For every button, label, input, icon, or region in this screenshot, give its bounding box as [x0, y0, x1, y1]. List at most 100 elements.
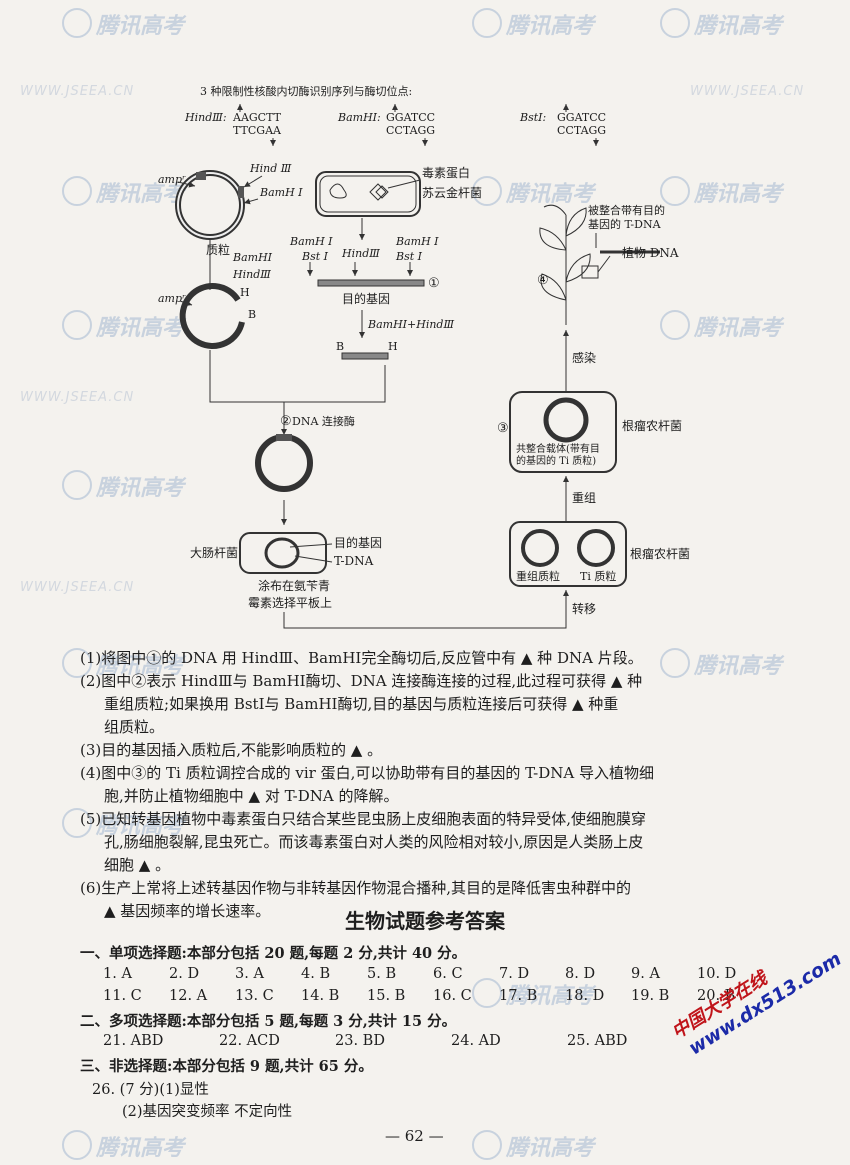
enzyme-hind3-bottom: TTCGAA — [233, 124, 282, 137]
label-toxin: 毒素蛋白 — [422, 165, 470, 180]
question-2-line-3: 组质粒。 — [104, 718, 165, 736]
watermark-logo: 腾讯高考 — [96, 1136, 185, 1161]
label-plate-2: 霉素选择平板上 — [248, 596, 332, 610]
label-target-gene: 目的基因 — [342, 291, 390, 306]
section-3-heading: 三、非选择题:本部分包括 9 题,共计 65 分。 — [80, 1058, 373, 1075]
watermark-logo: 腾讯高考 — [96, 476, 185, 501]
label-agro-2: 根瘤农杆菌 — [622, 418, 682, 433]
question-6-line-2: ▲ 基因频率的增长速率。 — [104, 902, 271, 920]
label-hind3-mid: HindⅢ — [341, 247, 380, 260]
label-cut-enzymes: BamHⅠ+HindⅢ — [367, 318, 454, 331]
answer-item: 12. A — [169, 988, 208, 1004]
label-transfer: 转移 — [572, 601, 596, 616]
answer-item: 18. D — [565, 988, 605, 1004]
answer-26-part-1: 26. (7 分)(1)显性 — [92, 1082, 209, 1098]
answer-26-part-2: (2)基因突变频率 不定向性 — [122, 1104, 293, 1120]
label-ligase: DNA 连接酶 — [292, 415, 355, 428]
answer-item: 16. C — [433, 988, 472, 1004]
watermark-url: WWW.JSEEA.CN — [690, 84, 805, 99]
label-bst1-right: Bst Ⅰ — [395, 250, 423, 263]
watermark-logo: 腾讯高考 — [506, 14, 595, 39]
watermark-logo: 腾讯高考 — [96, 316, 185, 341]
label-integrated-1: 被整合带有目的 — [588, 203, 665, 217]
gene-engineering-diagram: 3 种限制性核酸内切酶识别序列与酶切位点: HindⅢ: AAGCTT TTCG… — [158, 84, 690, 629]
watermark-logo: 腾讯高考 — [506, 984, 595, 1009]
answer-item: 8. D — [565, 966, 596, 982]
enzyme-hind3-name: HindⅢ: — [184, 111, 227, 124]
enzyme-hind3-top: AAGCTT — [232, 111, 282, 124]
watermark-logo: 腾讯高考 — [96, 14, 185, 39]
label-circle-3: ③ — [497, 421, 509, 436]
watermark-logo: 腾讯高考 — [694, 654, 783, 679]
label-recomb-plasmid: 重组质粒 — [516, 569, 560, 583]
answer-item: 25. ABD — [567, 1033, 628, 1049]
label-bst1-left: Bst Ⅰ — [301, 250, 329, 263]
label-plasmid: 质粒 — [206, 242, 230, 257]
label-tdna: T-DNA — [334, 554, 374, 568]
label-circle-4: ④ — [537, 273, 549, 288]
label-hind3-cut: HindⅢ — [232, 268, 271, 281]
agrobacterium-box-2 — [509, 391, 617, 473]
watermark-logo: 腾讯高考 — [506, 182, 595, 207]
answer-item: 11. C — [103, 988, 142, 1004]
label-ampr: ampʳ — [158, 173, 186, 186]
answer-item: 19. B — [631, 988, 670, 1004]
label-H2: H — [388, 340, 398, 353]
label-cointegrate-2: 的基因的 Ti 质粒) — [516, 454, 596, 467]
label-target-gene-2: 目的基因 — [334, 535, 382, 550]
watermark-logo: 腾讯高考 — [506, 1136, 595, 1161]
watermark-logo: 腾讯高考 — [96, 654, 185, 679]
label-infect: 感染 — [572, 350, 596, 365]
watermark-logo: 腾讯高考 — [694, 182, 783, 207]
question-2-line-1: (2)图中②表示 HindⅢ与 BamHⅠ酶切、DNA 连接酶连接的过程,此过程… — [80, 672, 643, 690]
label-B: B — [248, 308, 256, 321]
answers-title: 生物试题参考答案 — [345, 909, 505, 933]
watermark-url: WWW.JSEEA.CN — [20, 580, 135, 595]
watermark-logo: 腾讯高考 — [694, 316, 783, 341]
recombinant-plasmid — [255, 434, 313, 492]
answer-item: 14. B — [301, 988, 340, 1004]
label-circle-1: ① — [428, 276, 440, 291]
answer-item: 3. A — [235, 966, 264, 982]
cut-plasmid — [179, 283, 245, 349]
answer-item: 1. A — [103, 966, 132, 982]
answer-item: 23. BD — [335, 1033, 385, 1049]
label-ampr-2: ampʳ — [158, 292, 186, 305]
answer-item: 10. D — [697, 966, 737, 982]
label-H: H — [240, 286, 250, 299]
answer-item: 22. ACD — [219, 1033, 280, 1049]
watermark-url: WWW.JSEEA.CN — [20, 390, 135, 405]
label-bamh1-top: BamH Ⅰ — [259, 186, 303, 199]
label-circle-2: ② — [280, 414, 292, 429]
question-5-line-1: (5)已知转基因植物中毒素蛋白只结合某些昆虫肠上皮细胞表面的特异受体,使细胞膜穿 — [80, 810, 647, 828]
bt-bacterium — [315, 171, 421, 217]
answer-item: 21. ABD — [103, 1033, 164, 1049]
answer-item: 17. B — [499, 988, 538, 1004]
label-recomb: 重组 — [572, 491, 596, 505]
section-2-heading: 二、多项选择题:本部分包括 5 题,每题 3 分,共计 15 分。 — [80, 1013, 457, 1030]
target-dna-fragment — [317, 279, 425, 287]
answer-item: 13. C — [235, 988, 274, 1004]
enzyme-bst1-name: BstⅠ: — [519, 111, 546, 124]
question-1: (1)将图中①的 DNA 用 HindⅢ、BamHⅠ完全酶切后,反应管中有 ▲ … — [80, 649, 643, 667]
label-plant-dna: 植物 DNA — [622, 245, 679, 260]
watermark-logo: 腾讯高考 — [694, 14, 783, 39]
answer-item: 2. D — [169, 966, 200, 982]
label-integrated-2: 基因的 T-DNA — [588, 217, 662, 231]
label-ti-plasmid: Ti 质粒 — [580, 569, 616, 583]
page-number: — 62 — — [385, 1127, 444, 1145]
label-bamh1-left: BamH Ⅰ — [289, 235, 333, 248]
agrobacterium-box-1 — [509, 521, 627, 587]
cut-target-dna — [341, 352, 389, 360]
label-plate-1: 涂布在氨苄青 — [258, 578, 330, 593]
question-5-line-2: 孔,肠细胞裂解,昆虫死亡。而该毒素蛋白对人类的风险相对较小,原因是人类肠上皮 — [104, 833, 644, 851]
answer-item: 9. A — [631, 966, 660, 982]
ecoli-box — [239, 532, 327, 574]
watermark-url: WWW.JSEEA.CN — [20, 84, 135, 99]
question-2-line-2: 重组质粒;如果换用 BstⅠ与 BamHⅠ酶切,目的基因与质粒连接后可获得 ▲ … — [104, 695, 619, 713]
label-bamh1-cut: BamHⅠ — [232, 251, 273, 264]
enzyme-bamh1-top: GGATCC — [386, 111, 435, 124]
